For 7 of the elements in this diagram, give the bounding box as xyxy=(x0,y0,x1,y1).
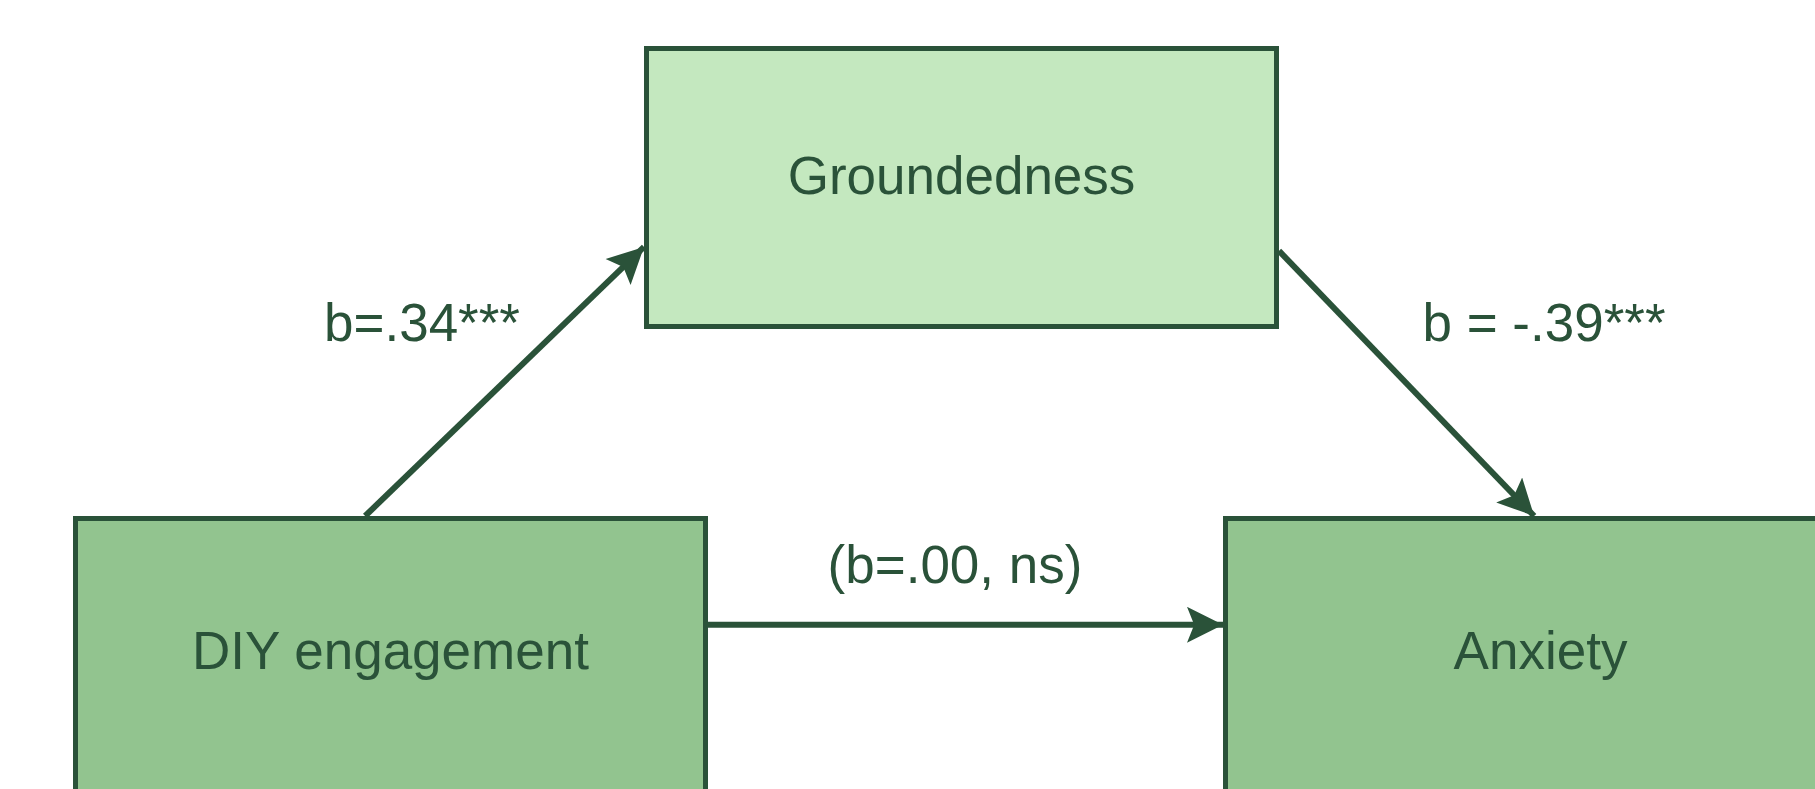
variable-label: DIY engagement xyxy=(192,620,589,683)
variable-box xyxy=(1223,516,1815,789)
variable-label: Groundedness xyxy=(787,144,1136,207)
arrow xyxy=(708,606,1223,643)
variable-box xyxy=(73,516,708,789)
variable-label: Anxiety xyxy=(1453,620,1628,683)
variable-box xyxy=(644,46,1279,329)
